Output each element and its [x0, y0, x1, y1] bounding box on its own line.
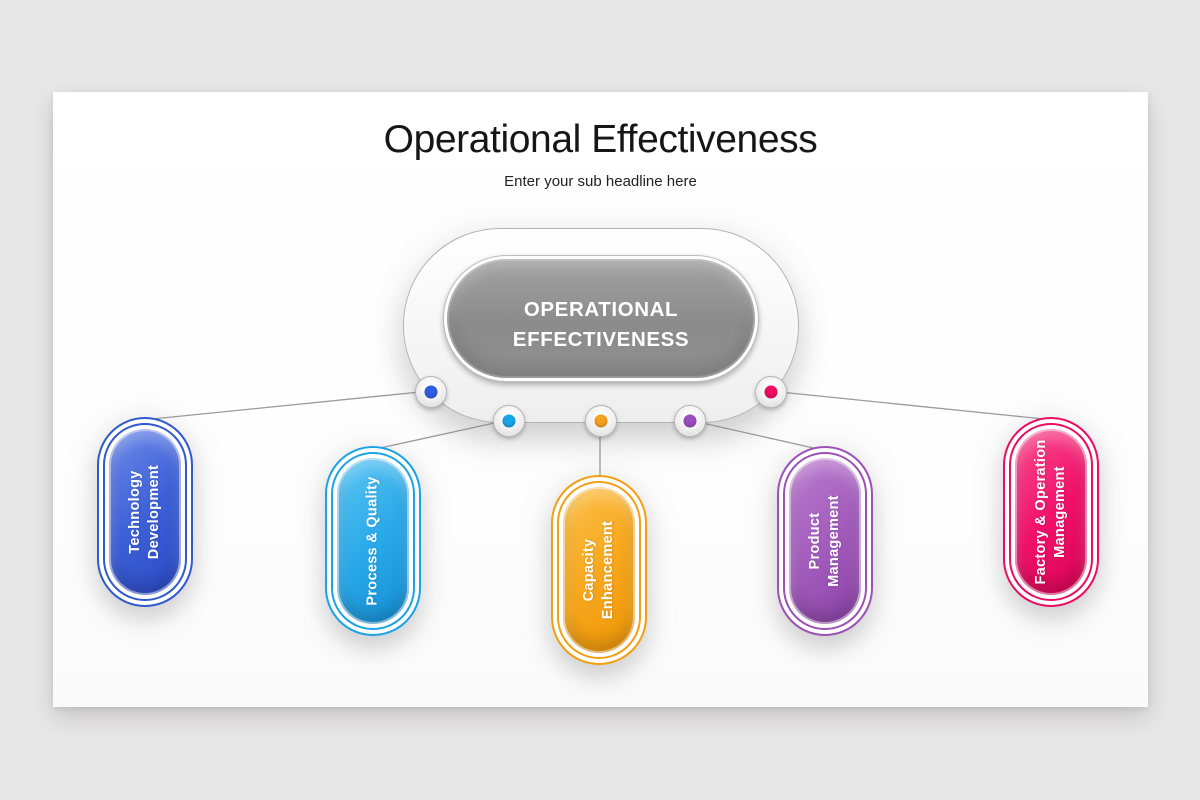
- central-capsule-ring: OPERATIONAL EFFECTIVENESS: [443, 255, 759, 382]
- node-fill: Technology Development: [109, 429, 181, 595]
- connector-dot-process: [493, 405, 525, 437]
- dot-orange: [594, 414, 608, 428]
- node-fill: Process & Quality: [337, 458, 409, 624]
- central-capsule-label-line1: OPERATIONAL: [523, 297, 679, 321]
- node-technology-development: Technology Development: [97, 417, 193, 607]
- node-fill: Factory & Operation Management: [1015, 429, 1087, 595]
- node-ring: Capacity Enhancement: [557, 481, 641, 659]
- dot-purple: [683, 414, 697, 428]
- node-label: Technology Development: [127, 464, 162, 560]
- node-ring: Technology Development: [103, 423, 187, 601]
- dot-blue: [424, 385, 438, 399]
- page-subtitle: Enter your sub headline here: [504, 173, 697, 190]
- slide-canvas: Operational Effectiveness Enter your sub…: [53, 92, 1148, 707]
- node-capacity-enhancement: Capacity Enhancement: [551, 475, 647, 665]
- node-label: Product Management: [807, 495, 842, 587]
- connector-line-product: [688, 419, 819, 450]
- connector-dot-product: [674, 405, 706, 437]
- central-capsule-label-line2: EFFECTIVENESS: [512, 327, 690, 351]
- node-label: Factory & Operation Management: [1033, 439, 1068, 585]
- connector-dot-technology: [415, 376, 447, 408]
- node-ring: Product Management: [783, 452, 867, 630]
- node-ring: Factory & Operation Management: [1009, 423, 1093, 601]
- connector-line-factory: [769, 390, 1045, 420]
- dot-cyan: [502, 414, 516, 428]
- node-label: Process & Quality: [364, 476, 381, 606]
- node-product-management: Product Management: [777, 446, 873, 636]
- dot-pink: [764, 385, 778, 399]
- node-process-quality: Process & Quality: [325, 446, 421, 636]
- node-factory-operation-management: Factory & Operation Management: [1003, 417, 1099, 607]
- node-fill: Capacity Enhancement: [563, 487, 635, 653]
- connector-line-technology: [151, 390, 431, 420]
- central-capsule: OPERATIONAL EFFECTIVENESS: [403, 228, 799, 423]
- central-capsule-fill: OPERATIONAL EFFECTIVENESS: [447, 259, 755, 378]
- connector-dot-factory: [755, 376, 787, 408]
- page-title: Operational Effectiveness: [383, 118, 818, 161]
- node-ring: Process & Quality: [331, 452, 415, 630]
- connector-line-process: [379, 419, 509, 449]
- node-label: Capacity Enhancement: [581, 520, 616, 620]
- connector-dot-capacity: [585, 405, 617, 437]
- node-fill: Product Management: [789, 458, 861, 624]
